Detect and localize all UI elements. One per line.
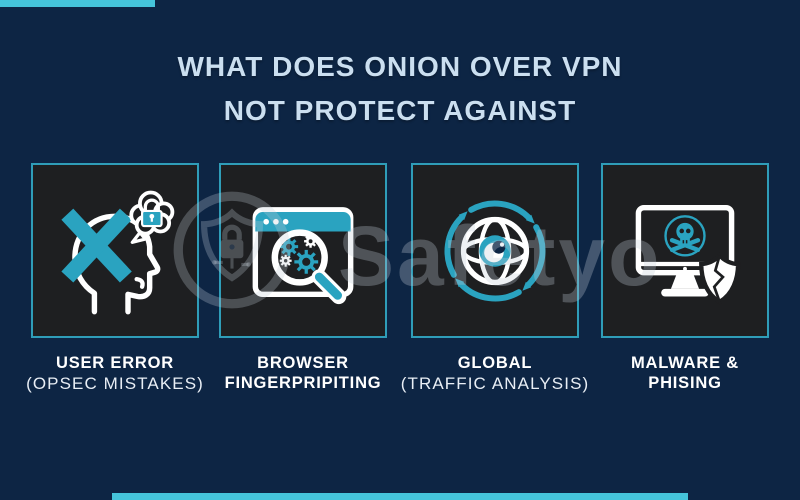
rotation-arrows [444,200,546,301]
title-line-1: WHAT DOES ONION OVER VPN [177,51,623,82]
browser-fingerprint-icon [252,206,354,304]
card-label-secondary: PHISING [648,374,722,392]
user-error-icon [61,190,175,314]
bottom-accent-bar [112,493,688,500]
card-label-primary: USER ERROR [55,354,174,372]
gears [279,236,319,274]
lock-icon [140,197,163,227]
card-global-traffic-analysis: GLOBAL (TRAFFIC ANALYSIS) [400,163,590,394]
card-label-primary: GLOBAL [457,354,533,372]
icon-box-global [411,163,579,338]
icon-box-user-error [31,163,199,338]
card-user-error: USER ERROR (OPSEC MISTAKES) [20,163,210,394]
page-title: WHAT DOES ONION OVER VPN NOT PROTECT AGA… [0,45,800,133]
card-label-secondary: (OPSEC MISTAKES) [26,374,204,393]
card-malware-phishing: MALWARE & PHISING [590,163,780,394]
skull-crossbones [669,222,701,252]
card-label-secondary: FINGERPRIPITING [224,374,382,392]
top-accent-bar [0,0,155,7]
title-line-2: NOT PROTECT AGAINST [223,95,577,126]
card-label-primary: MALWARE & [630,354,740,372]
icon-box-malware [601,163,769,338]
icon-box-browser-fingerprinting [219,163,387,338]
card-label-secondary: (TRAFFIC ANALYSIS) [400,374,590,393]
card-label-primary: BROWSER [257,354,349,372]
globe-traffic-icon [444,200,546,301]
arrow-heads [455,210,535,291]
card-browser-fingerprinting: BROWSER FINGERPRIPITING [208,163,398,394]
malware-monitor-icon [635,204,741,304]
broken-shield [699,251,741,304]
